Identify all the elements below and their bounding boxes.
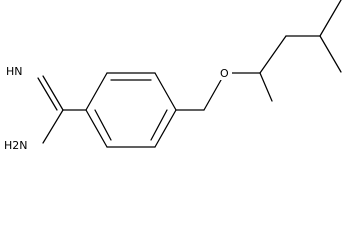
structure-canvas: HN H2N O — [3, 0, 342, 152]
imine-label-mask — [4, 63, 32, 78]
ring-bond-1 — [85, 72, 108, 111]
amidine-c-to-nh2-bond — [42, 109, 64, 144]
imine-label: HN — [6, 65, 23, 78]
amine-label: H2N — [4, 139, 28, 152]
oxygen-label-mask — [218, 64, 232, 80]
ch-to-lower-methyl-bond — [319, 35, 342, 73]
methine-to-ch2-bond — [259, 35, 287, 74]
ring-bond-3 — [154, 72, 177, 111]
ether-oxygen-label: O — [220, 67, 229, 80]
ring-inner-bond-2 — [150, 109, 168, 141]
ring-bond-6 — [85, 109, 108, 148]
amine-label-mask — [3, 136, 37, 152]
molecule-diagram: HN H2N O — [3, 0, 342, 152]
ch2-to-oxygen-bond — [203, 79, 222, 111]
ch-to-upper-methyl-bond — [319, 0, 342, 37]
amidine-c-to-nh-double-bond-a — [42, 75, 64, 111]
ring-inner-bond-3 — [94, 109, 112, 141]
ring-bond-4 — [154, 109, 177, 148]
amidine-c-to-nh-double-bond-b — [37, 77, 58, 111]
methine-to-methyl-bond — [259, 72, 273, 102]
